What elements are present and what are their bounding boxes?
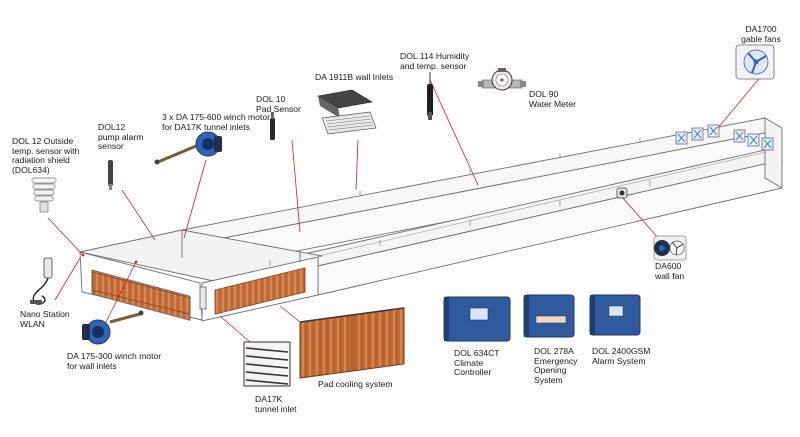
label-dol114: DOL 114 Humidity and temp. sensor (400, 51, 470, 71)
label-dol278a: DOL 278A Emergency Opening System (534, 346, 578, 385)
label-da17k: DA17K tunnel inlet (255, 394, 297, 414)
label-winch175-600: 3 x DA 175-600 winch motor for DA17K tun… (162, 112, 270, 132)
label-nano-station: Nano Station WLAN (20, 309, 70, 329)
pad-front-panel (214, 267, 306, 315)
gable-fans (675, 124, 774, 151)
pad-room-top (79, 229, 323, 283)
wall-fan-icon (653, 235, 687, 261)
label-da1700: DA1700 gable fans (741, 24, 781, 44)
label-dol10: DOL 10 Pad Sensor (256, 94, 301, 114)
label-winch175-300: DA 175-300 winch motor for wall inlets (67, 351, 162, 371)
winch-motor-icon (154, 131, 222, 165)
humidity-sensor-icon (427, 72, 433, 120)
label-dol12-outside: DOL 12 Outside temp. sensor with radiati… (12, 136, 80, 175)
label-dol2400gsm: DOL 2400GSM Alarm System (592, 346, 651, 366)
tunnel-inlet-icon (243, 341, 291, 387)
pump-alarm-sensor-icon (108, 160, 113, 190)
label-pad-cooling: Pad cooling system (318, 379, 393, 389)
water-meter-icon (478, 68, 526, 91)
barn-structure (79, 117, 784, 322)
label-dol634ct: DOL 634CT Climate Controller (454, 348, 500, 378)
gable-fan-icon (735, 44, 775, 80)
wall-inlet-icon (317, 89, 377, 135)
winch-motor-bottom-icon (82, 310, 144, 345)
callout-lines (47, 74, 763, 343)
label-dol12-pump: DOL12 pump alarm sensor (98, 122, 144, 152)
climate-controller-icon (443, 296, 511, 342)
label-da600: DA600 wall fan (655, 261, 685, 281)
alarm-system-icon (589, 294, 641, 336)
pad-sensor-icon (270, 112, 275, 140)
label-dol90: DOL 90 Water Meter (529, 89, 576, 109)
roof-sensor-icon (616, 187, 628, 199)
emergency-opening-icon (523, 294, 575, 338)
radiation-shield-icon (31, 177, 57, 213)
gable-end-right (764, 117, 783, 189)
label-da1911b: DA 1911B wall Inlets (315, 72, 394, 82)
pad-cooling-icon (299, 307, 405, 379)
antenna-icon (30, 257, 53, 305)
